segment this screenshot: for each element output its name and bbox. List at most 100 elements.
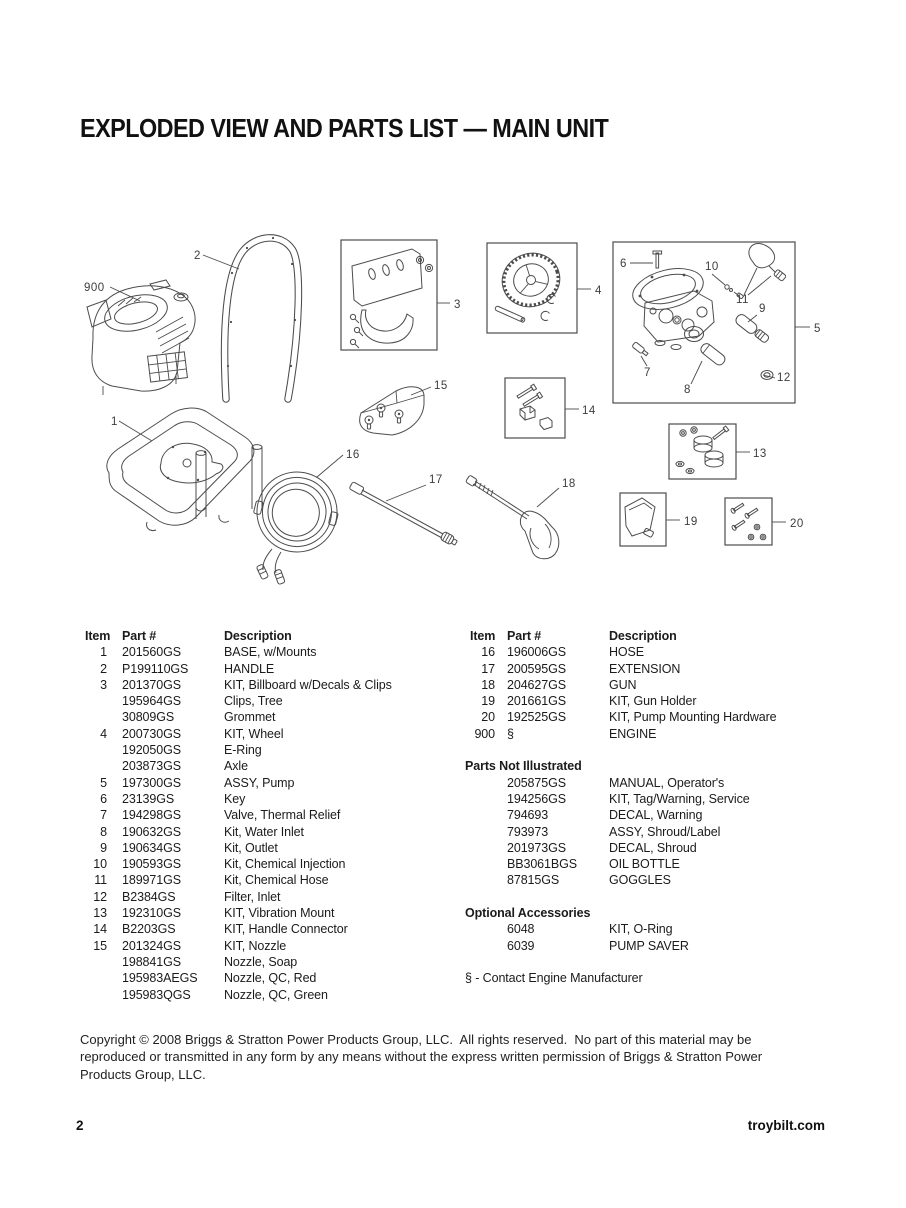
item-number: 5 [100,775,107,790]
parts-table-left: Item Part # Description 1 201560GS BASE,… [85,628,465,1003]
item-number: 4 [100,726,107,741]
part-number: 6039 [507,938,535,953]
part-description: EXTENSION [609,661,681,676]
callout-18: 18 [562,478,576,490]
callout-17: 17 [429,474,443,486]
handle-connector-kit-box [504,377,566,439]
callout-8: 8 [684,384,691,396]
item-number: 15 [93,938,107,953]
table-row [465,742,845,758]
extension-wand-drawing [349,481,458,546]
diagram-callouts: 900 2 1 3 4 5 6 7 8 9 10 11 12 13 14 15 … [84,250,821,530]
part-description: HANDLE [224,661,275,676]
item-number: 3 [100,677,107,692]
table-row: 18 204627GS GUN [465,677,845,693]
part-number: P199110GS [122,661,189,676]
part-description: BASE, w/Mounts [224,645,317,660]
part-number: 189971GS [122,873,181,888]
part-description: DECAL, Warning [609,808,703,823]
item-number: 14 [93,922,107,937]
copyright-line-2: reproduced or transmitted in any form by… [80,1049,763,1065]
part-description: ENGINE [609,726,657,741]
part-number: 201370GS [122,677,181,692]
callout-1: 1 [111,416,118,428]
table-row: 13 192310GS KIT, Vibration Mount [85,905,465,921]
part-description: Filter, Inlet [224,889,281,904]
callout-900: 900 [84,282,105,294]
callout-4: 4 [595,285,602,297]
part-description: KIT, Billboard w/Decals & Clips [224,677,392,692]
part-number: 6048 [507,922,535,937]
callout-5: 5 [814,323,821,335]
website-url: troybilt.com [747,1118,825,1133]
part-description: Nozzle, QC, Red [224,971,317,986]
item-number: 6 [100,791,107,806]
table-row: 195964GS Clips, Tree [85,693,465,709]
table-row: § - Contact Engine Manufacturer [465,970,845,986]
table-row: 17 200595GS EXTENSION [465,661,845,677]
part-description: HOSE [609,645,645,660]
table-row: 87815GS GOGGLES [465,872,845,888]
part-number: 190593GS [122,857,181,872]
part-description: Kit, Water Inlet [224,824,304,839]
part-number: 190634GS [122,840,181,855]
part-description: KIT, Tag/Warning, Service [609,791,750,806]
callout-19: 19 [684,516,698,528]
section-label: Optional Accessories [465,906,591,921]
part-number: 200730GS [122,726,181,741]
callout-15: 15 [434,380,448,392]
table-rows-right: 16 196006GS HOSE 17 200595GS EXTENSION 1… [465,644,845,986]
col-header-description: Description [609,629,677,643]
part-number: 204627GS [507,677,566,692]
part-description: Nozzle, QC, Green [224,987,328,1002]
section-label: Parts Not Illustrated [465,759,582,774]
part-number: 192525GS [507,710,566,725]
item-number: 1 [100,645,107,660]
chemical-injection-parts [724,284,744,300]
item-number: 17 [481,661,495,676]
table-row [465,954,845,970]
item-number: 18 [481,677,495,692]
section-label: § - Contact Engine Manufacturer [465,971,643,986]
chemical-hose-part [748,243,787,282]
part-number: 87815GS [507,873,560,888]
item-number: 19 [481,694,495,709]
table-row: 5 197300GS ASSY, Pump [85,775,465,791]
col-header-part: Part # [122,629,157,643]
callout-12: 12 [777,372,791,384]
thermal-valve-part [632,342,649,357]
part-description: KIT, Vibration Mount [224,906,335,921]
col-header-description: Description [224,629,292,643]
part-number: 194256GS [507,791,566,806]
part-description: GUN [609,677,637,692]
part-number: 195964GS [122,694,181,709]
page-title: EXPLODED VIEW AND PARTS LIST — MAIN UNIT [80,113,609,144]
callout-16: 16 [346,449,360,461]
copyright-line-1: Copyright © 2008 Briggs & Stratton Power… [80,1032,752,1047]
part-number: 195983QGS [122,987,191,1002]
part-description: Grommet [224,710,276,725]
part-description: KIT, Wheel [224,726,284,741]
key-part [652,250,663,269]
item-number: 7 [100,808,107,823]
part-description: MANUAL, Operator's [609,775,725,790]
pump-assembly-box [612,241,796,404]
item-number: 2 [100,661,107,676]
part-number: 201973GS [507,840,566,855]
table-header-row: Item Part # Description [465,628,845,644]
part-number: 30809GS [122,710,175,725]
part-number: 205875GS [507,775,566,790]
item-number: 11 [94,873,107,888]
item-number: 9 [100,840,107,855]
table-row: 3 201370GS KIT, Billboard w/Decals & Cli… [85,677,465,693]
callout-6: 6 [620,258,627,270]
part-description: KIT, Handle Connector [224,922,348,937]
part-description: KIT, Pump Mounting Hardware [609,710,777,725]
part-description: Clips, Tree [224,694,283,709]
vibration-mount-kit-box [668,423,737,480]
part-number: 192050GS [122,743,181,758]
table-row: 7 194298GS Valve, Thermal Relief [85,807,465,823]
item-number: 900 [474,726,495,741]
table-row: 19 201661GS KIT, Gun Holder [465,693,845,709]
part-description: Axle [224,759,248,774]
